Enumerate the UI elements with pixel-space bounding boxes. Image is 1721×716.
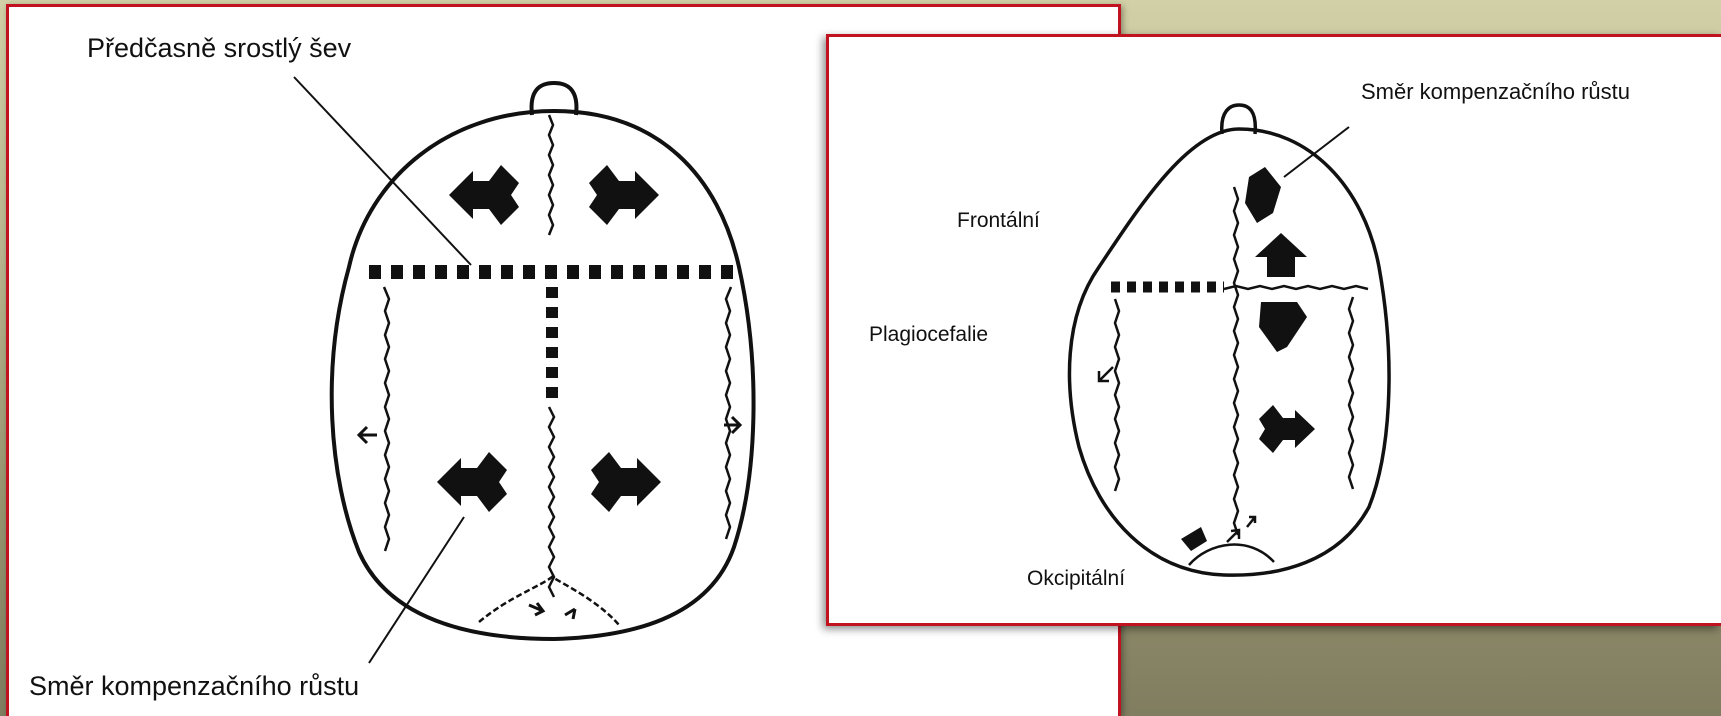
growth-arrow-occipital: [1181, 527, 1207, 551]
leader-growth-direction: [1284, 127, 1349, 177]
label-plagiocephaly: Plagiocefalie: [869, 323, 988, 347]
open-coronal-suture: [1224, 286, 1368, 289]
sagittal-suture: [1234, 187, 1238, 535]
label-occipital: Okcipitální: [1027, 567, 1125, 591]
right-lateral-suture: [726, 287, 731, 539]
small-arrows-occipital: [1227, 517, 1255, 542]
growth-arrow-right: [1259, 405, 1315, 453]
label-growth-direction-right: Směr kompenzačního růstu: [1361, 79, 1630, 105]
skull-outline: [332, 111, 754, 639]
small-arrow-left: [359, 427, 377, 443]
occipital-suture: [479, 577, 619, 625]
occipital-suture: [1189, 545, 1274, 565]
right-lateral-suture: [1349, 297, 1353, 489]
growth-arrow-bottom-right: [591, 452, 661, 512]
growth-arrow-top-right: [589, 165, 659, 225]
leader-fused-suture: [294, 77, 471, 265]
left-lateral-suture: [1115, 299, 1119, 491]
growth-arrow-up: [1255, 233, 1307, 277]
growth-arrow-down: [1259, 302, 1307, 352]
label-fused-suture: Předčasně srostlý šev: [87, 33, 351, 64]
growth-arrow-bottom-left: [437, 452, 507, 512]
label-growth-direction-left: Směr kompenzačního růstu: [29, 671, 359, 702]
growth-arrow-up-top: [1245, 167, 1281, 223]
left-lateral-suture: [384, 287, 389, 551]
right-diagram-panel: Směr kompenzačního růstu Frontální Plagi…: [826, 34, 1721, 626]
small-arrows-occipital: [529, 603, 575, 619]
small-arrow-left: [1099, 367, 1113, 381]
growth-arrow-top-left: [449, 165, 519, 225]
label-frontal: Frontální: [957, 209, 1040, 233]
